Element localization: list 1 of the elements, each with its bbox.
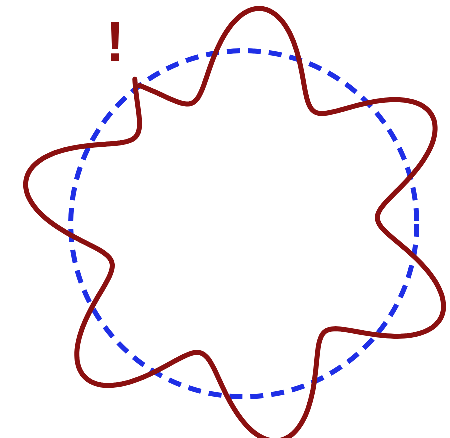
exclamation-mark: ! [106,14,125,70]
